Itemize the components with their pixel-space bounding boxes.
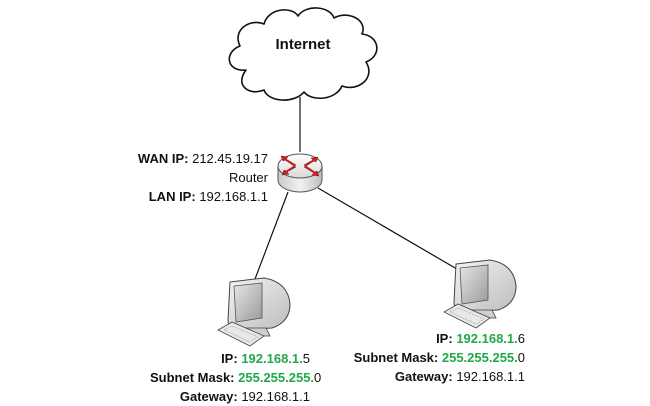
lan-ip-label: LAN IP: (148, 189, 196, 204)
pc1-ip-host: 5 (302, 351, 310, 366)
pc2-gateway-label: Gateway: (394, 369, 453, 384)
router-name: Router (228, 170, 268, 185)
link-router-pc1 (251, 191, 289, 288)
pc1-ip-label: IP: (221, 351, 238, 366)
pc2-mask-host: 0 (517, 350, 525, 365)
pc2-mask-row: Subnet Mask: 255.255.255.0 (325, 348, 525, 367)
pc1-mask-row: Subnet Mask: 255.255.255.0 (150, 368, 321, 387)
pc2-ip-network: 192.168.1. (456, 331, 518, 346)
wan-ip-label: WAN IP: (137, 151, 189, 166)
lan-ip-value: 192.168.1.1 (199, 189, 268, 204)
pc2-ip-row: IP: 192.168.1.6 (325, 329, 525, 348)
pc1-mask-host: 0 (314, 370, 322, 385)
computer-2-labels: IP: 192.168.1.6 Subnet Mask: 255.255.255… (325, 329, 525, 386)
pc1-ip-row: IP: 192.168.1.5 (150, 349, 310, 368)
pc1-gateway-label: Gateway: (179, 389, 238, 404)
router-wan-row: WAN IP: 212.45.19.17 (128, 149, 268, 168)
pc1-ip-network: 192.168.1. (241, 351, 303, 366)
pc1-gateway-value: 192.168.1.1 (241, 389, 310, 404)
wan-ip-value: 212.45.19.17 (192, 151, 268, 166)
pc2-gateway-row: Gateway: 192.168.1.1 (325, 367, 525, 386)
router-lan-row: LAN IP: 192.168.1.1 (128, 187, 268, 206)
router-icon (277, 153, 323, 193)
pc1-mask-label: Subnet Mask: (150, 370, 235, 385)
computer-2-icon (443, 259, 517, 329)
pc2-ip-host: 6 (517, 331, 525, 346)
computer-1-labels: IP: 192.168.1.5 Subnet Mask: 255.255.255… (150, 349, 321, 406)
pc2-ip-label: IP: (436, 331, 453, 346)
pc2-mask-network: 255.255.255. (441, 350, 518, 365)
pc2-mask-label: Subnet Mask: (353, 350, 439, 365)
pc1-mask-network: 255.255.255. (238, 370, 315, 385)
internet-label: Internet (275, 36, 331, 53)
router-labels: WAN IP: 212.45.19.17 Router LAN IP: 192.… (128, 149, 268, 206)
computer-1-icon (217, 277, 291, 347)
link-router-pc2 (317, 187, 463, 273)
pc1-gateway-row: Gateway: 192.168.1.1 (150, 387, 310, 406)
internet-cloud-icon (228, 7, 378, 101)
pc2-gateway-value: 192.168.1.1 (456, 369, 525, 384)
